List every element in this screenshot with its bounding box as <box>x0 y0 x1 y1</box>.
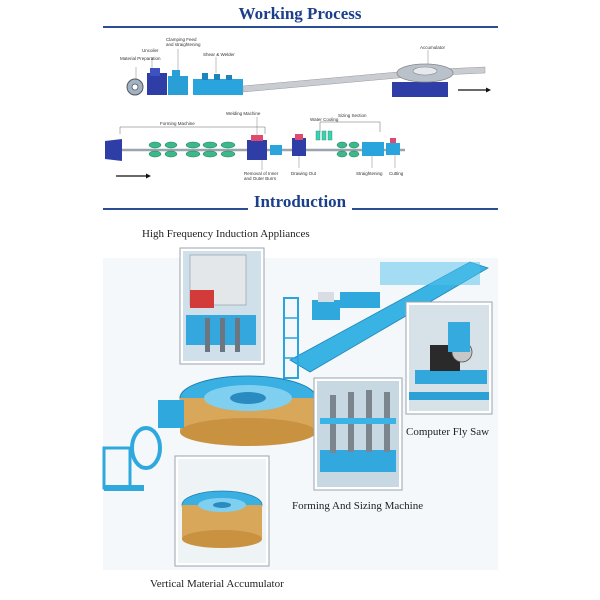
uncoiler-machine <box>147 73 167 95</box>
burr-removal-unit <box>270 145 282 155</box>
label-accumulator: Accumulator <box>420 45 446 50</box>
label-straightening: Straightening <box>356 171 383 176</box>
label-welding-machine: Welding Machine <box>226 111 261 116</box>
conveyor-line <box>289 261 489 373</box>
arrow-right-icon <box>146 173 151 179</box>
water-cooling-tanks <box>315 130 333 141</box>
label-shear-welder: Shear & Welder <box>203 52 235 57</box>
forming-rollers <box>148 141 236 158</box>
working-process-title: Working Process <box>238 4 362 23</box>
caption-fly-saw: Computer Fly Saw <box>406 426 490 438</box>
caption-forming-sizing: Forming And Sizing Machine <box>292 500 424 512</box>
straightening-unit <box>362 142 384 156</box>
shear-welder-machine <box>193 79 243 95</box>
label-forming-machine: Forming Machine <box>160 121 195 126</box>
caption-vertical-accumulator: Vertical Material Accumulator <box>150 578 284 590</box>
label-sizing-section: Sizing Section <box>338 113 367 118</box>
label-material-preparation: Material Preparation <box>120 56 161 61</box>
label-cutting: Cutting <box>389 171 404 176</box>
inset-vertical-accumulator <box>174 455 270 567</box>
inset-fly-saw <box>405 301 493 415</box>
uncoiler-stand <box>158 400 184 428</box>
inset-forming-sizing <box>313 377 403 491</box>
label-clamping-feed: Clamping Feed and straightening <box>166 37 201 47</box>
label-water-cooling: Water Cooling <box>310 117 339 122</box>
strip-entry <box>105 139 122 161</box>
row1-machines <box>126 49 491 97</box>
row2-machines <box>105 117 405 179</box>
introduction-title: Introduction <box>0 192 600 212</box>
sizing-rollers <box>336 141 360 158</box>
accumulator-base <box>392 82 448 97</box>
title-underline <box>103 26 498 28</box>
welding-machine <box>247 140 267 160</box>
label-drawing-out: Drawing Out <box>291 171 317 176</box>
inset-hf-induction <box>179 247 265 365</box>
introduction-title-text: Introduction <box>247 192 353 211</box>
caption-hf-induction: High Frequency Induction Appliances <box>142 228 310 240</box>
drawing-out-unit <box>292 138 306 156</box>
label-removal-burrs: Removal of Inner and Outer Burrs <box>244 171 279 181</box>
clamping-feed-machine <box>168 76 188 95</box>
label-uncoiler: Uncoiler <box>142 48 159 53</box>
arrow-right-icon <box>486 87 491 93</box>
cutting-unit <box>386 143 400 155</box>
